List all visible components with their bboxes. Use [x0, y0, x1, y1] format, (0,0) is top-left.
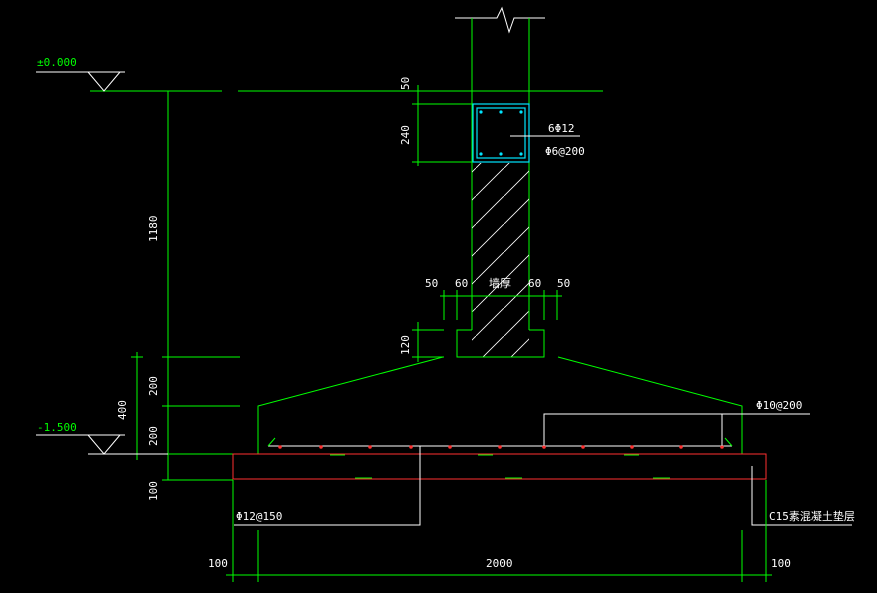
- dim-60-a: 60: [455, 277, 468, 290]
- level-marker-bottom: [36, 434, 168, 455]
- dim-wall-thickness: 墙厚: [489, 276, 511, 290]
- dim-50-top: 50: [399, 77, 412, 90]
- level-bottom-label: -1.500: [37, 421, 77, 434]
- left-dimension-lines: [131, 90, 240, 481]
- dim-100-left: 100: [147, 481, 160, 501]
- dim-50-b: 50: [557, 277, 570, 290]
- ring-beam: [472, 103, 530, 163]
- dim-200-lower: 200: [147, 426, 160, 446]
- rebar-dash-marks: [330, 454, 670, 479]
- wall-hatch: [472, 163, 529, 357]
- dim-100-bottom-right: 100: [771, 557, 791, 570]
- wall-dimension-lines: [440, 290, 562, 320]
- bottom-rebar: [267, 437, 733, 447]
- cushion-label: C15素混凝土垫层: [769, 509, 855, 523]
- beam-stirrup-label: Φ6@200: [545, 145, 585, 158]
- break-line: [455, 6, 545, 34]
- bottom-rebar-leader: [234, 446, 421, 526]
- dim-60-b: 60: [528, 277, 541, 290]
- dim-1180: 1180: [147, 216, 160, 243]
- footing-outline: [168, 356, 766, 455]
- bottom-rebar-label: Φ12@150: [236, 510, 282, 523]
- dim-240: 240: [399, 125, 412, 145]
- top-rebar-leader: [543, 413, 810, 446]
- dim-50-a: 50: [425, 277, 438, 290]
- level-top-label: ±0.000: [37, 56, 77, 69]
- wall-footing-step: [456, 329, 545, 358]
- cushion-layer: [232, 453, 767, 480]
- bottom-dimension-lines: [226, 480, 772, 582]
- dim-120: 120: [399, 335, 412, 355]
- beam-dimension-lines: [412, 85, 472, 362]
- level-marker-top: [36, 71, 125, 92]
- dim-100-bottom-left: 100: [208, 557, 228, 570]
- top-rebar-label: Φ10@200: [756, 399, 802, 412]
- distribution-rebar-dots: [278, 445, 724, 449]
- dim-2000: 2000: [486, 557, 513, 570]
- dim-400: 400: [116, 400, 129, 420]
- cushion-leader: [751, 466, 852, 526]
- dim-200-upper: 200: [147, 376, 160, 396]
- beam-main-rebar-label: 6Φ12: [548, 122, 575, 135]
